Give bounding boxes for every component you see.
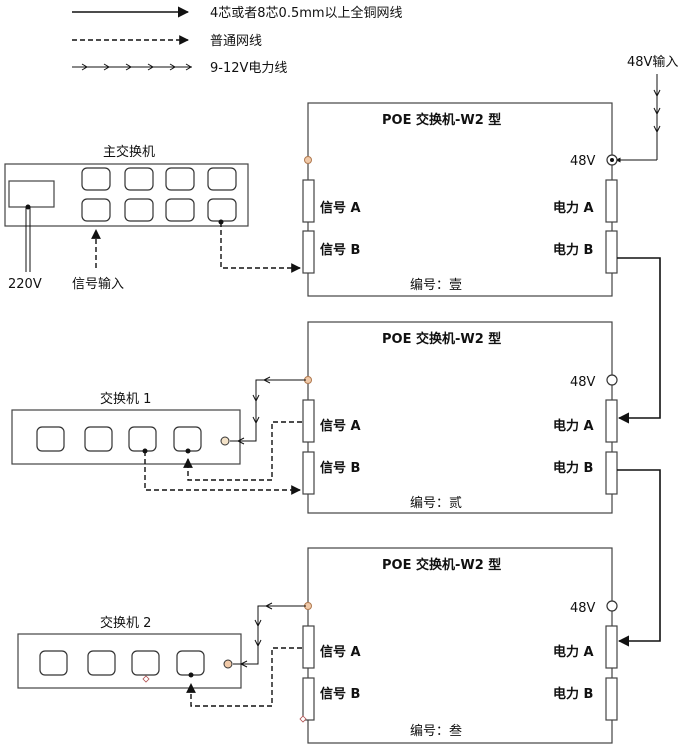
poe-unit-2-power-b-label: 电力 B xyxy=(553,460,593,476)
poe-unit-3-signal-b-port xyxy=(302,677,315,721)
poe-unit-3-power-a-port xyxy=(605,625,618,669)
legend: 4芯或者8芯0.5mm以上全铜网线 普通网线 9-12V电力线 xyxy=(72,5,403,76)
main-switch-title: 主交换机 xyxy=(103,144,155,160)
main-switch: 主交换机 220V 信号输入 xyxy=(4,144,249,292)
main-switch-ports xyxy=(81,167,237,222)
poe-unit-1-48v-label: 48V xyxy=(570,154,596,169)
switch-1-title: 交换机 1 xyxy=(100,391,151,407)
switch-1: 交换机 1 xyxy=(11,391,241,465)
switch-2: 交换机 2 xyxy=(17,615,242,689)
poe-unit-2-signal-a-label: 信号 A xyxy=(320,418,361,434)
poe-unit-3-signal-b-label: 信号 B xyxy=(320,686,360,702)
switch-2-wiring xyxy=(142,602,307,723)
switch-2-title: 交换机 2 xyxy=(100,615,151,631)
poe-unit-1-signal-b-label: 信号 B xyxy=(320,242,360,258)
poe-unit-3-power-b-label: 电力 B xyxy=(553,686,593,702)
poe-unit-1-title: POE 交换机-W2 型 xyxy=(382,112,501,128)
input-48v-power-line xyxy=(615,74,661,163)
poe-unit-2-power-b-port xyxy=(605,451,618,495)
poe-unit-1-signal-a-port xyxy=(302,179,315,223)
poe-unit-2-power-a-port xyxy=(605,399,618,443)
poe-unit-1-power-b-label: 电力 B xyxy=(553,242,593,258)
poe1-to-poe2-power-line xyxy=(617,257,661,424)
poe-unit-3-signal-a-port xyxy=(302,625,315,669)
poe-unit-3-number: 编号：叁 xyxy=(410,723,462,739)
legend-copper-line-label: 4芯或者8芯0.5mm以上全铜网线 xyxy=(210,5,403,21)
poe-unit-3: POE 交换机-W2 型 信号 A 信号 B 48V 电力 A 电力 B 编号：… xyxy=(302,547,618,744)
poe-unit-3-48v-label: 48V xyxy=(570,601,596,616)
poe-unit-1-signal-b-port xyxy=(302,230,315,274)
poe2-to-poe3-power-line xyxy=(617,469,661,647)
poe-unit-2-signal-b-port xyxy=(302,451,315,495)
legend-normal-line-label: 普通网线 xyxy=(210,34,262,49)
main-switch-power-module xyxy=(8,180,55,208)
poe-unit-2-power-a-label: 电力 A xyxy=(553,418,594,434)
poe-unit-1-signal-a-label: 信号 A xyxy=(320,200,361,216)
poe-unit-1-power-a-label: 电力 A xyxy=(553,200,594,216)
poe-unit-3-title: POE 交换机-W2 型 xyxy=(382,557,501,573)
main-switch-220v-label: 220V xyxy=(8,277,42,292)
poe-unit-2-signal-a-port xyxy=(302,399,315,443)
poe-unit-3-signal-a-label: 信号 A xyxy=(320,644,361,660)
poe-unit-1-power-a-port xyxy=(605,179,618,223)
poe-unit-2-48v-label: 48V xyxy=(570,375,596,390)
poe-unit-2-number: 编号：贰 xyxy=(410,495,462,511)
poe-unit-3-power-a-label: 电力 A xyxy=(553,644,594,660)
legend-power-line-label: 9-12V电力线 xyxy=(210,61,287,76)
poe-unit-2-signal-b-label: 信号 B xyxy=(320,460,360,476)
poe-unit-1: POE 交换机-W2 型 信号 A 信号 B 48V 电力 A 电力 B 编号：… xyxy=(302,102,618,297)
poe-unit-3-power-b-port xyxy=(605,677,618,721)
poe-unit-1-number: 编号：壹 xyxy=(410,278,462,293)
poe-unit-2: POE 交换机-W2 型 信号 A 信号 B 48V 电力 A 电力 B 编号：… xyxy=(302,321,618,514)
legend-power-line-sample xyxy=(72,63,192,71)
poe-unit-2-title: POE 交换机-W2 型 xyxy=(382,331,501,347)
poe-unit-1-power-b-port xyxy=(605,230,618,274)
input-48v-label: 48V输入 xyxy=(627,54,678,70)
switch-1-wiring xyxy=(142,376,306,495)
main-switch-signal-input-label: 信号输入 xyxy=(72,276,124,292)
main-to-poe1-signal-line xyxy=(218,219,301,273)
